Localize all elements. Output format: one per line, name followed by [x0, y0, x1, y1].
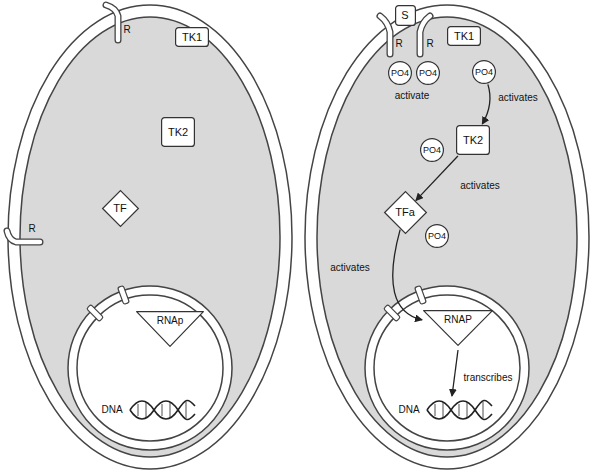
receptor-label: R [27, 223, 37, 235]
kinase-box: TK2 [456, 125, 490, 155]
transcription-factor: TFa [384, 191, 427, 234]
node-text: R [123, 24, 130, 36]
node-text: TF [113, 202, 126, 215]
receptor [380, 16, 390, 54]
phosphate-circle: PO4 [388, 61, 412, 85]
node-text: R [426, 38, 433, 50]
cell-membrane [20, 17, 280, 457]
kinase-box: TK1 [447, 26, 481, 46]
nuclear-pore [384, 305, 401, 322]
receptor-label: R [425, 38, 435, 50]
cell-membrane [317, 17, 577, 457]
node-text: RNAP [444, 314, 472, 326]
activation-arrow [482, 84, 490, 124]
node-text: TK1 [454, 30, 474, 43]
activate-label: activate [395, 90, 429, 102]
receptor [106, 5, 118, 40]
activation-arrow [393, 230, 422, 320]
node-text: TK1 [182, 31, 202, 44]
node-text: PO4 [419, 68, 437, 78]
node-text: R [395, 38, 402, 50]
node-text: PO4 [428, 231, 446, 241]
nuclear-pore [415, 286, 427, 305]
signal-square: S [395, 5, 416, 26]
phosphate-circle: PO4 [420, 138, 444, 162]
phosphate-circle: PO4 [416, 61, 440, 85]
node-text: PO4 [475, 67, 493, 77]
receptor-label: R [394, 38, 404, 50]
nucleus [77, 295, 223, 441]
node-text: S [401, 9, 408, 22]
node-text: TFa [395, 206, 415, 219]
node-text: PO4 [423, 145, 441, 155]
transcribes-arrow [452, 350, 458, 396]
transcription-factor: TF [102, 190, 139, 227]
dna-label: DNA [101, 404, 122, 416]
nuclear-pore [118, 286, 130, 305]
transcribes-label: transcribes [464, 372, 513, 384]
edge-label: activates [459, 180, 500, 192]
node-text: TK2 [168, 126, 188, 139]
receptor-label: R [122, 24, 132, 36]
rna-polymerase: RNAp [136, 311, 204, 347]
dna-helix [130, 400, 195, 419]
cell-wall [305, 5, 589, 469]
dna-label: DNA [398, 404, 419, 416]
edge-label: activates [329, 262, 370, 274]
dna-helix [427, 400, 492, 419]
phosphate-circle: PO4 [425, 224, 449, 248]
nuclear-envelope [365, 286, 529, 450]
kinase-box: TK2 [161, 117, 195, 147]
edge-label: activates [497, 92, 538, 104]
node-text: RNAp [157, 315, 184, 327]
nuclear-envelope [68, 286, 232, 450]
nuclear-pore [87, 305, 104, 322]
node-text: TK2 [463, 134, 483, 147]
activation-arrow [416, 156, 458, 200]
node-text: R [28, 223, 35, 235]
kinase-box: TK1 [175, 27, 209, 47]
cell-wall [8, 5, 292, 469]
phosphate-circle: PO4 [472, 60, 496, 84]
node-text: PO4 [391, 68, 409, 78]
nucleus [374, 295, 520, 441]
rna-polymerase: RNAP [423, 310, 493, 346]
